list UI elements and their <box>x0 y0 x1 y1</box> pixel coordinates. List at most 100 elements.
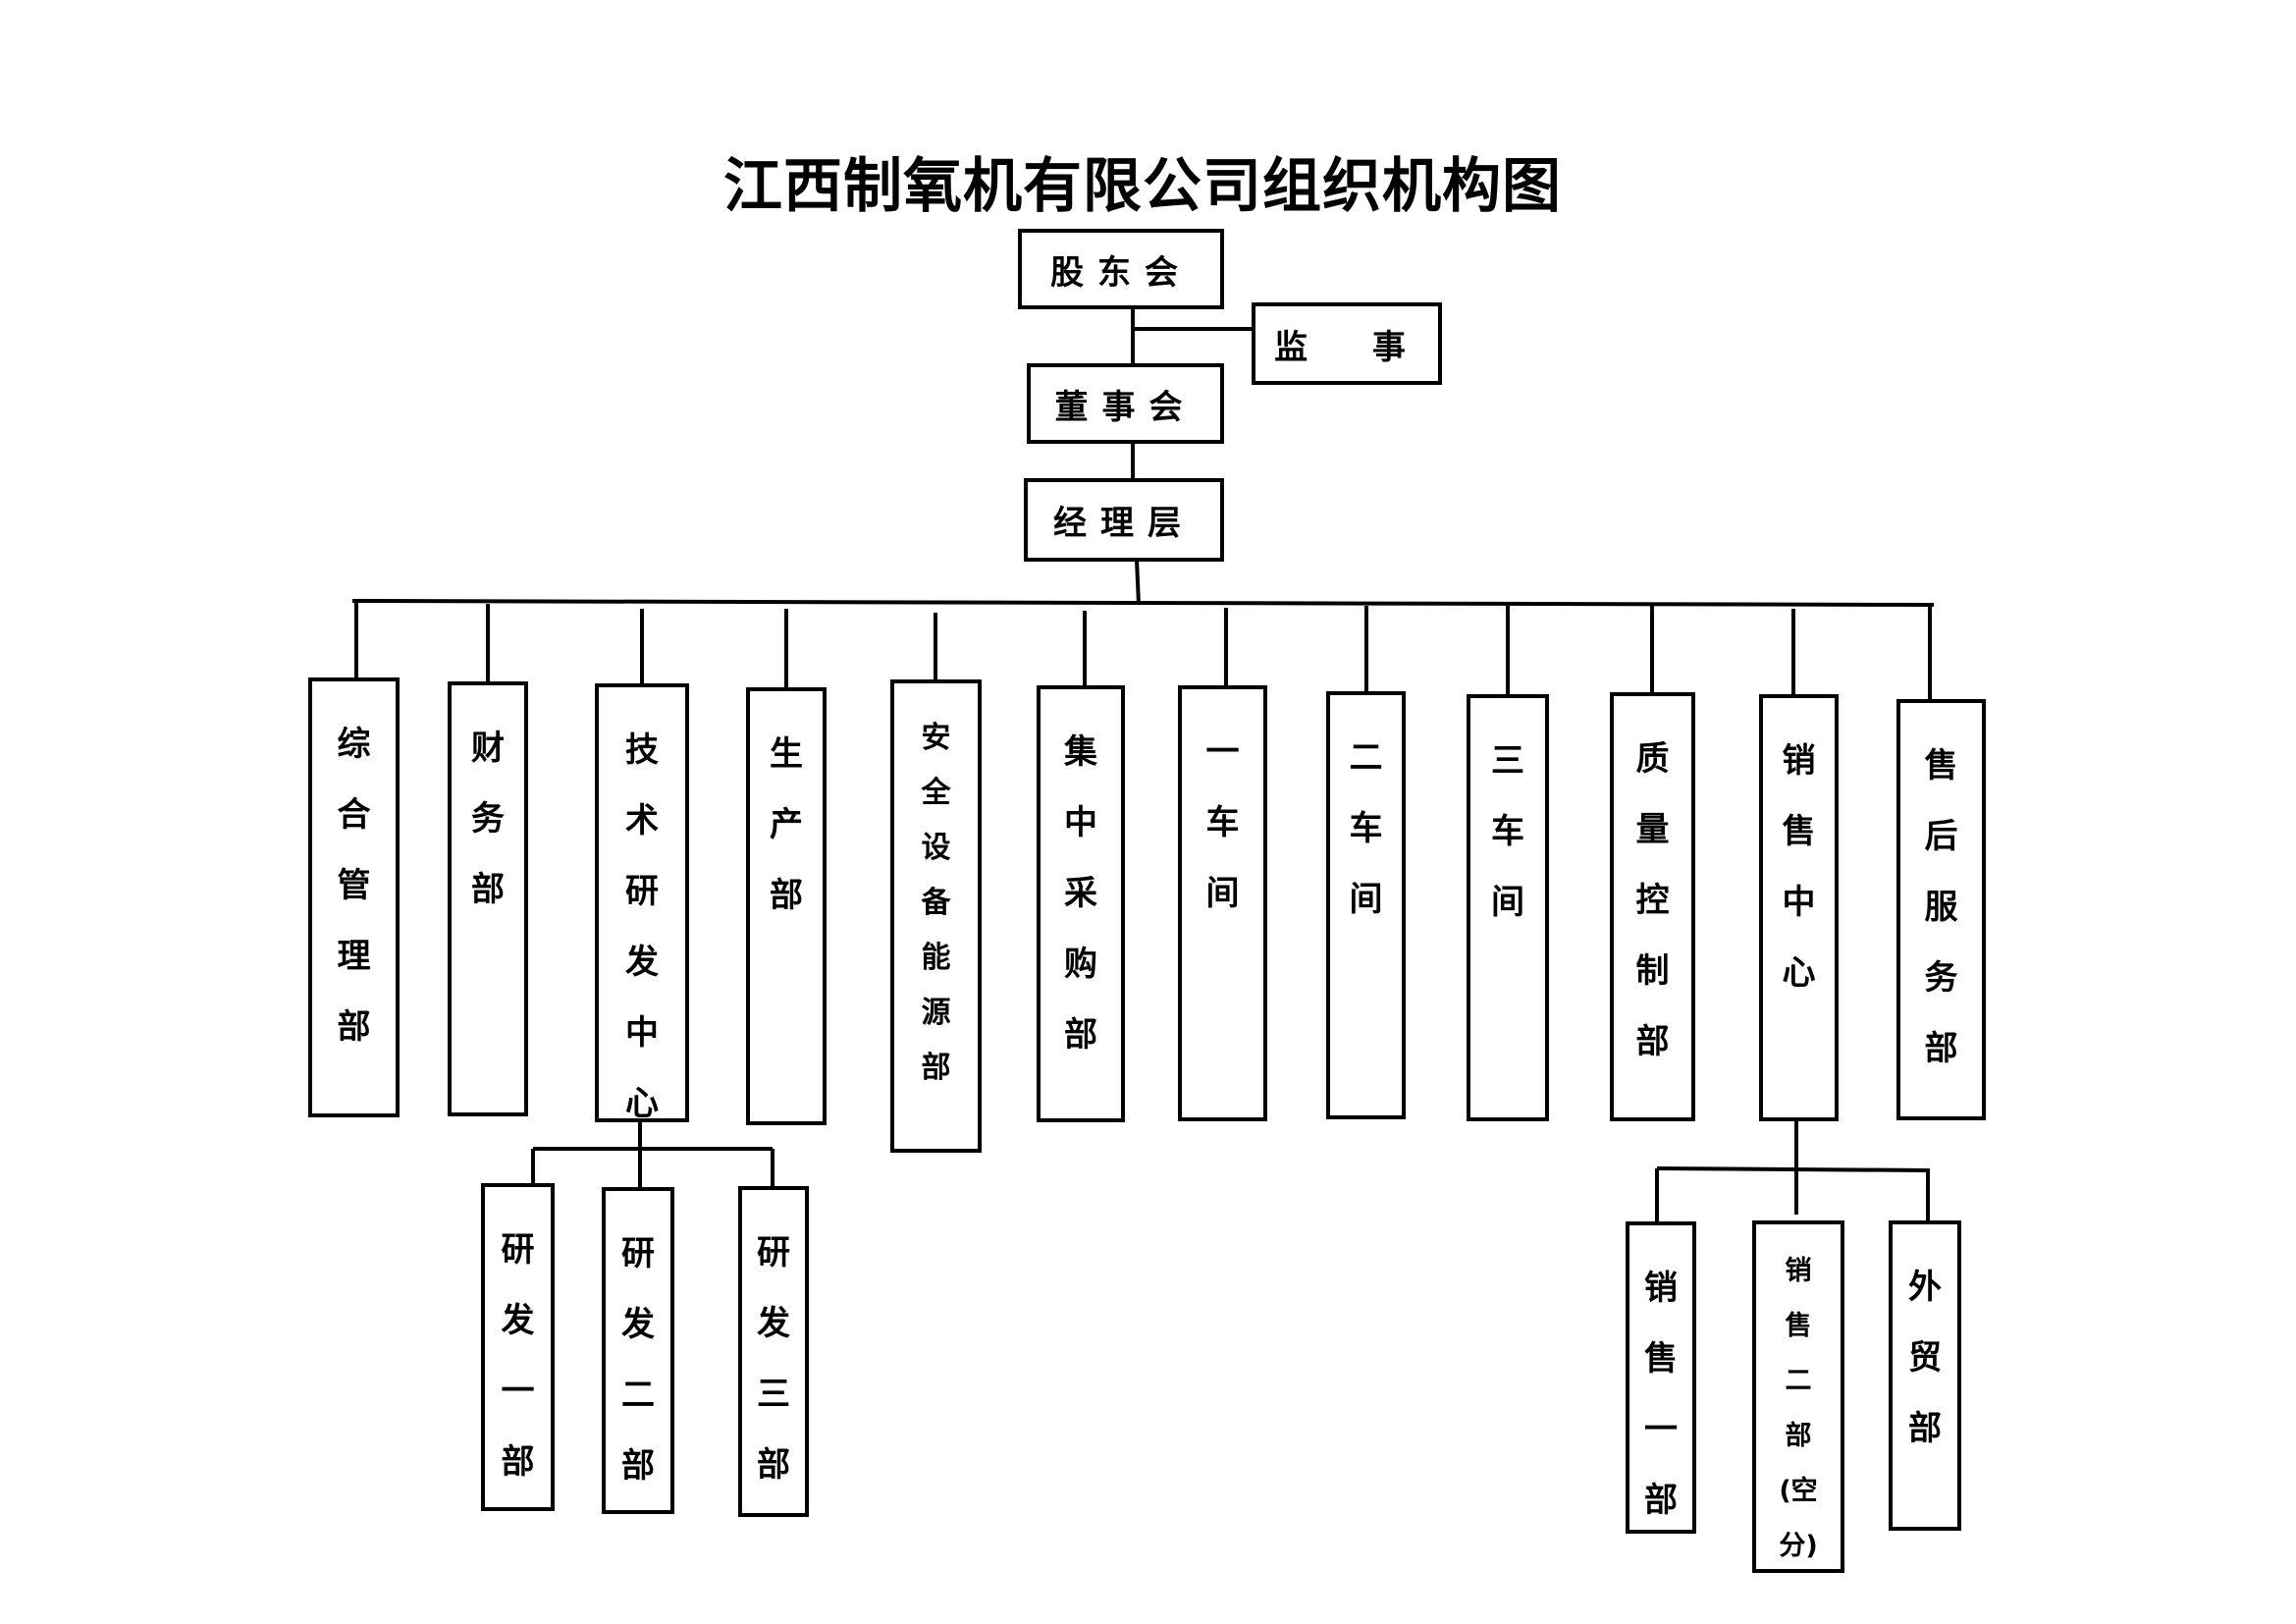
label-char: 间 <box>1491 883 1524 922</box>
label-char: 合 <box>337 795 371 835</box>
label-char: 财 <box>471 729 505 768</box>
label-char: 部 <box>1064 1015 1097 1055</box>
label-char: 研 <box>621 1234 655 1273</box>
label-char: 售 <box>1782 812 1816 851</box>
label-char: 中 <box>625 1013 659 1053</box>
department-box-shouhou: 售后服务部 <box>1896 699 1986 1120</box>
shareholders-box: 股东会 <box>1018 229 1224 309</box>
label-char: 贸 <box>1908 1338 1942 1378</box>
rd-subunit-box-3: 研发三部 <box>738 1186 809 1517</box>
sales-sub-bus <box>1656 1166 1931 1172</box>
label-char: 量 <box>1635 810 1670 849</box>
department-box-chejian1: 一车间 <box>1178 685 1267 1121</box>
department-box-anquan: 安全设备能源部 <box>890 679 982 1153</box>
label-char: 部 <box>921 1051 951 1085</box>
department-box-zhiliang: 质量控制部 <box>1610 692 1695 1121</box>
label-char: 集 <box>1064 732 1097 772</box>
label-char: 部 <box>1924 1029 1958 1068</box>
label-char: 务 <box>1924 958 1958 998</box>
department-bus <box>351 599 1935 607</box>
supervisor-label: 监 事 <box>1274 327 1419 367</box>
department-box-caiwu: 财务部 <box>448 681 528 1116</box>
label-char: 发 <box>757 1304 790 1343</box>
label-char: 管 <box>337 866 371 905</box>
label-char: 三 <box>757 1375 790 1414</box>
shareholders-label: 股东会 <box>1050 252 1192 293</box>
label-char: 采 <box>1064 874 1097 913</box>
label-char: 车 <box>1349 809 1383 848</box>
label-char: 部 <box>1785 1421 1812 1451</box>
department-box-chejian2: 二车间 <box>1326 691 1406 1119</box>
supervisor-box: 监 事 <box>1252 302 1442 385</box>
label-char: 部 <box>1908 1409 1942 1448</box>
label-char: 外 <box>1908 1268 1942 1307</box>
label-char: 售 <box>1644 1339 1678 1379</box>
label-char: 一 <box>501 1372 535 1411</box>
label-char: 心 <box>625 1084 659 1123</box>
management-box: 经理层 <box>1024 478 1224 562</box>
label-char: (空 <box>1779 1476 1818 1506</box>
label-char: 设 <box>921 831 951 865</box>
label-char: 发 <box>625 943 659 982</box>
label-char: 二 <box>1785 1366 1812 1396</box>
department-box-caigou: 集中采购部 <box>1037 685 1125 1122</box>
department-box-zonghe: 综合管理部 <box>308 677 400 1117</box>
label-char: 售 <box>1924 746 1958 785</box>
label-char: 间 <box>1349 880 1383 919</box>
label-char: 制 <box>1635 951 1670 991</box>
department-box-chejian3: 三车间 <box>1467 694 1549 1121</box>
label-char: 分) <box>1779 1531 1818 1561</box>
board-label: 董事会 <box>1054 387 1197 427</box>
label-char: 一 <box>1644 1410 1678 1449</box>
label-char: 部 <box>1635 1022 1670 1061</box>
label-char: 备 <box>921 886 951 920</box>
label-char: 发 <box>501 1301 535 1340</box>
label-char: 全 <box>921 776 951 810</box>
label-char: 研 <box>625 872 659 911</box>
label-char: 购 <box>1064 945 1097 984</box>
label-char: 安 <box>921 721 951 755</box>
connector-management-bus <box>1135 559 1141 606</box>
label-char: 销 <box>1644 1269 1678 1308</box>
label-char: 研 <box>757 1233 790 1272</box>
label-char: 销 <box>1782 741 1816 781</box>
department-box-shengchan: 生产部 <box>746 687 827 1125</box>
label-char: 部 <box>770 876 803 915</box>
label-char: 部 <box>337 1007 371 1047</box>
label-char: 部 <box>1644 1481 1678 1520</box>
management-label: 经理层 <box>1053 504 1195 543</box>
label-char: 后 <box>1924 817 1958 856</box>
department-box-xiaoshou: 销售中心 <box>1759 694 1839 1121</box>
label-char: 一 <box>1205 732 1240 772</box>
label-char: 产 <box>770 805 803 844</box>
label-char: 心 <box>1782 953 1816 993</box>
label-char: 中 <box>1782 883 1816 922</box>
rd-subunit-box-1: 研发一部 <box>481 1183 555 1511</box>
department-box-jishu: 技术研发中心 <box>595 683 689 1123</box>
label-char: 间 <box>1205 874 1240 913</box>
label-char: 部 <box>501 1442 535 1482</box>
label-char: 部 <box>621 1446 655 1486</box>
label-char: 二 <box>1349 738 1383 778</box>
sales-subunit-box-1: 销售一部 <box>1626 1221 1696 1534</box>
chart-title: 江西制氧机有限公司组织机构图 <box>723 152 1562 221</box>
label-char: 车 <box>1491 812 1524 851</box>
label-char: 部 <box>757 1445 790 1485</box>
label-char: 生 <box>770 734 803 774</box>
label-char: 服 <box>1924 888 1958 927</box>
rd-subunit-box-2: 研发二部 <box>602 1187 674 1514</box>
label-char: 车 <box>1205 803 1240 842</box>
label-char: 发 <box>621 1305 655 1344</box>
label-char: 部 <box>471 870 505 909</box>
label-char: 务 <box>471 799 505 839</box>
label-char: 控 <box>1635 881 1670 920</box>
board-box: 董事会 <box>1027 363 1224 444</box>
label-char: 能 <box>921 941 951 975</box>
label-char: 售 <box>1785 1311 1812 1341</box>
label-char: 中 <box>1064 803 1097 842</box>
label-char: 三 <box>1491 741 1524 781</box>
label-char: 源 <box>921 996 951 1030</box>
label-char: 技 <box>625 731 659 770</box>
label-char: 销 <box>1785 1256 1812 1286</box>
